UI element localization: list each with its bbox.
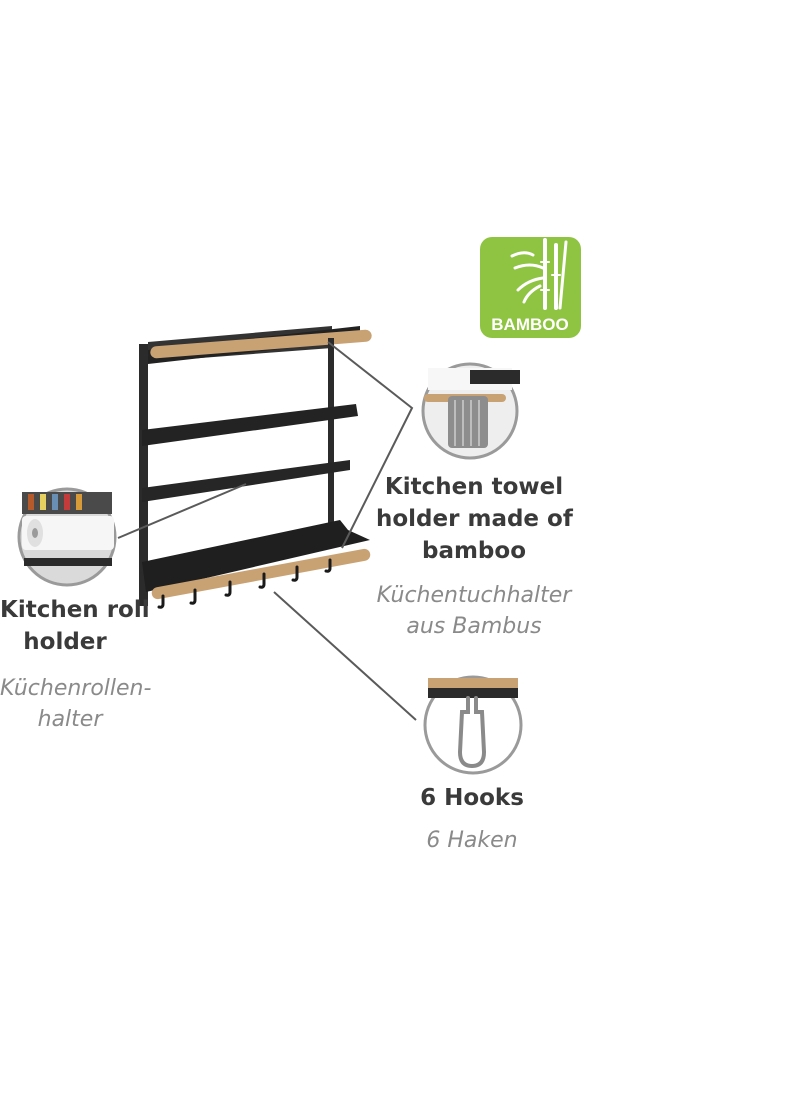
bamboo-badge: BAMBOO xyxy=(480,237,581,338)
bamboo-badge-text: BAMBOO xyxy=(491,315,568,334)
hook-detail-circle xyxy=(423,675,523,775)
towel-holder-subtitle-line: aus Bambus xyxy=(406,614,542,639)
towel-holder-title-line: holder made of xyxy=(376,506,573,532)
towel-holder-subtitle-line: Küchentuchhalter xyxy=(376,583,572,608)
hooks-title: 6 Hooks xyxy=(420,785,524,811)
roll-holder-title: Kitchen roll holder xyxy=(0,594,150,658)
callout-lines xyxy=(117,341,417,721)
bottom-bamboo-rod xyxy=(151,548,371,600)
top-bamboo-rod xyxy=(150,329,372,359)
hooks xyxy=(157,558,332,609)
bottom-shelf xyxy=(142,520,370,592)
roll-holder-subtitle: Küchenrollen- halter xyxy=(0,673,152,735)
roll-holder-subtitle-line: Küchenrollen- xyxy=(0,676,152,701)
rack-right-upright xyxy=(328,338,334,530)
bamboo-icon xyxy=(510,238,568,310)
roll-holder-subtitle-line: halter xyxy=(37,707,103,732)
towel-holder-title-line: Kitchen towel xyxy=(384,474,564,500)
magnetic-rack xyxy=(139,326,372,609)
roll-holder-title-line: Kitchen roll xyxy=(0,597,150,623)
towel-detail-circle xyxy=(421,362,520,460)
towel-holder-title-line: bamboo xyxy=(421,538,527,564)
rack-left-upright xyxy=(140,356,148,596)
hooks-subtitle: 6 Haken xyxy=(426,828,518,853)
roll-callout-line xyxy=(117,483,247,539)
towel-bar xyxy=(142,460,350,502)
towel-holder-subtitle: Küchentuchhalter aus Bambus xyxy=(360,580,588,642)
roll-holder-title-line: holder xyxy=(23,629,107,655)
middle-shelf xyxy=(142,404,358,446)
roll-detail-circle xyxy=(17,487,117,587)
hooks-callout-line xyxy=(273,591,417,721)
towel-callout-line xyxy=(327,341,414,549)
towel-holder-title: Kitchen towel holder made of bamboo xyxy=(376,471,573,567)
